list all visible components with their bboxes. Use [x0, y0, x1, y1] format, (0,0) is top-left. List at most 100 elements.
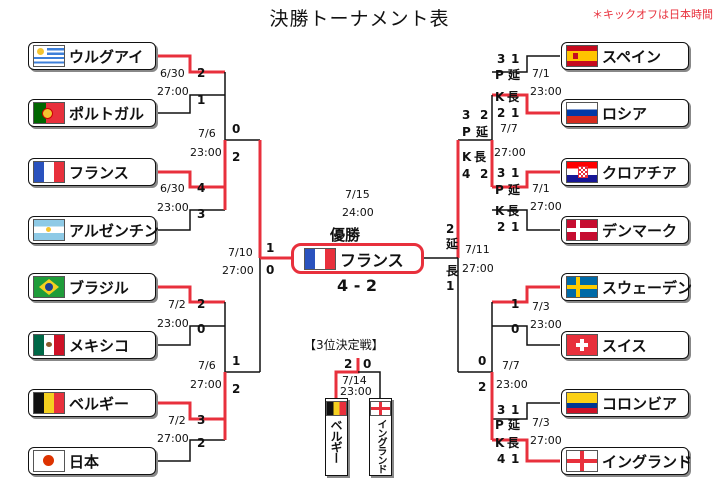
- team-name: ベルギー: [329, 419, 343, 463]
- match-date: 7/1: [532, 182, 550, 195]
- score: 4: [197, 181, 206, 195]
- match-time: 27:00: [530, 200, 562, 213]
- match-time: 27:00: [530, 434, 562, 447]
- brazil-flag-icon: [33, 276, 65, 298]
- extra-time-mark: 長: [507, 204, 520, 218]
- match-time: 23:00: [530, 85, 562, 98]
- score: 1: [511, 220, 520, 234]
- line-r16-6-top: [492, 170, 560, 189]
- score: 2: [480, 108, 489, 122]
- team-denmark: デンマーク: [561, 216, 689, 244]
- team-japan: 日本: [28, 447, 156, 475]
- extra-time-mark: 延: [476, 125, 489, 139]
- third-team-belgium: ベルギー: [325, 398, 348, 476]
- pk-mark: P: [462, 125, 471, 139]
- pk-mark: K: [495, 204, 505, 218]
- team-name: スイス: [602, 336, 647, 355]
- match-date: 7/1: [532, 67, 550, 80]
- pk-mark: P: [495, 68, 504, 82]
- extra-time-mark: 延: [508, 68, 521, 82]
- match-time: 23:00: [157, 317, 189, 330]
- denmark-flag-icon: [566, 219, 598, 241]
- score: 1: [511, 297, 520, 311]
- team-portugal: ポルトガル: [28, 99, 156, 127]
- match-time: 27:00: [494, 146, 526, 159]
- team-name: イングランド: [602, 452, 693, 471]
- score: 1: [511, 52, 520, 66]
- team-name: ポルトガル: [69, 104, 145, 123]
- score: 0: [478, 354, 487, 368]
- match-time: 27:00: [190, 378, 222, 391]
- score: 2: [232, 382, 241, 396]
- match-date: 7/2: [168, 414, 186, 427]
- score: 4: [497, 452, 506, 466]
- match-date: 7/6: [198, 127, 216, 140]
- team-name: クロアチア: [602, 163, 677, 182]
- team-france: フランス: [28, 158, 156, 186]
- score: 3: [497, 403, 506, 417]
- score: 2: [446, 222, 455, 236]
- match-time: 23:00: [157, 201, 189, 214]
- extra-time-mark: 長: [474, 150, 487, 164]
- line-r16-5-bot: [492, 93, 560, 115]
- pk-mark: K: [495, 90, 505, 104]
- line-qf-2-top: [224, 302, 260, 373]
- champion-name: フランス: [340, 250, 404, 270]
- team-england: イングランド: [561, 447, 693, 475]
- match-date: 7/14: [342, 374, 367, 387]
- team-name: コロンビア: [602, 394, 678, 413]
- team-croatia: クロアチア: [561, 158, 689, 186]
- line-qf-1-top: [224, 72, 260, 141]
- final-date: 7/15: [345, 188, 370, 201]
- team-name: 日本: [69, 452, 100, 471]
- score: 2: [480, 167, 489, 181]
- line-r16-6-bot: [492, 209, 560, 231]
- score: 0: [266, 263, 275, 277]
- match-time: 23:00: [340, 385, 372, 398]
- team-russia: ロシア: [561, 99, 689, 127]
- score: 2: [497, 220, 506, 234]
- team-name: ブラジル: [69, 278, 129, 297]
- score: 3: [497, 52, 506, 66]
- match-date: 7/10: [228, 246, 253, 259]
- third-team-england: イングランド: [369, 398, 392, 476]
- team-sweden: スウェーデン: [561, 273, 693, 301]
- champion-box: フランス: [291, 243, 424, 274]
- line-third-left: [334, 358, 360, 398]
- team-brazil: ブラジル: [28, 273, 156, 301]
- champion-label: 優勝: [330, 226, 361, 244]
- line-third-right: [358, 371, 381, 398]
- extra-time-mark: 長: [507, 90, 520, 104]
- team-argentina: アルゼンチン: [28, 216, 159, 244]
- score: 0: [511, 322, 520, 336]
- switzerland-flag-icon: [566, 334, 598, 356]
- extra-time-mark: 延: [446, 237, 459, 251]
- france-flag-icon: [33, 161, 65, 183]
- score: 2: [344, 357, 353, 371]
- score: 1: [511, 452, 520, 466]
- match-date: 6/30: [160, 67, 185, 80]
- score: 3: [497, 166, 506, 180]
- line-r16-8-top: [492, 402, 560, 420]
- match-date: 7/2: [168, 298, 186, 311]
- score: 1: [197, 93, 206, 107]
- score: 3: [462, 108, 471, 122]
- score: 1: [446, 279, 455, 293]
- argentina-flag-icon: [33, 219, 65, 241]
- mexico-flag-icon: [33, 334, 65, 356]
- pk-mark: P: [495, 418, 504, 432]
- match-time: 27:00: [157, 432, 189, 445]
- match-date: 7/3: [532, 300, 550, 313]
- match-date: 7/3: [532, 416, 550, 429]
- team-name: デンマーク: [602, 221, 678, 240]
- kickoff-note: ＊キックオフは日本時間: [592, 8, 713, 21]
- uruguay-flag-icon: [33, 45, 65, 67]
- team-name: スウェーデン: [602, 278, 693, 297]
- line-r16-7-top: [492, 285, 560, 304]
- team-spain: スペイン: [561, 42, 689, 70]
- match-time: 27:00: [222, 264, 254, 277]
- match-date: 6/30: [160, 182, 185, 195]
- team-name: アルゼンチン: [69, 221, 159, 240]
